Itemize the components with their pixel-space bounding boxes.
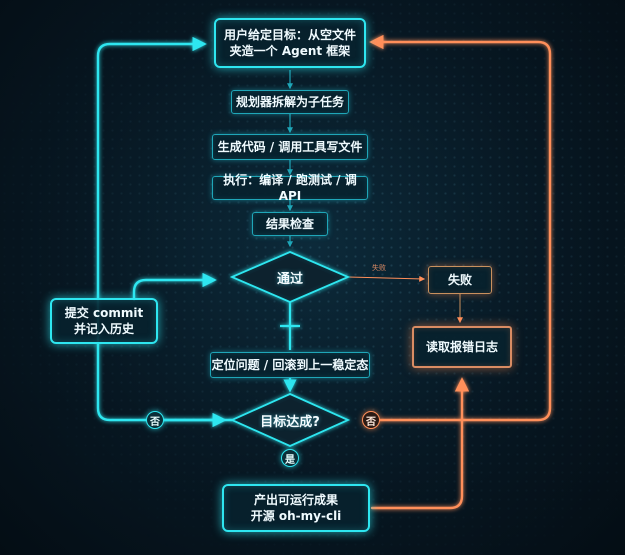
- start-node: 用户给定目标：从空文件 夹造一个 Agent 框架: [214, 18, 366, 68]
- edge-goal-no-loop-start: [96, 36, 234, 422]
- edge-label-fail-small: 失败: [372, 264, 386, 272]
- check-node-label: 结果检查: [265, 217, 314, 231]
- decision-goal-shape: [229, 393, 351, 447]
- fail-node-label: 失败: [447, 273, 472, 287]
- fail-node: 失败: [428, 266, 492, 294]
- commit-node: 提交 commit 并记入历史: [50, 298, 158, 344]
- read-log-node: 读取报错日志: [412, 326, 512, 368]
- plan-node-label: 规划器拆解为子任务: [235, 95, 344, 109]
- edge-pass-fail: [347, 275, 426, 282]
- execute-node-label: 执行：编译 / 跑测试 / 调 API: [223, 173, 357, 203]
- decision-pass-label: 通过: [276, 271, 303, 287]
- output-node: 产出可运行成果 开源 oh-my-cli: [222, 484, 370, 532]
- start-node-label: 用户给定目标：从空文件 夹造一个 Agent 框架: [223, 28, 356, 58]
- decision-pass-shape: [229, 251, 351, 303]
- codegen-node-label: 生成代码 / 调用工具写文件: [217, 140, 363, 154]
- edge-readlog-output: [370, 377, 470, 510]
- read-log-node-label: 读取报错日志: [425, 340, 498, 354]
- edge-goal-no-loop-right: [369, 34, 552, 422]
- output-node-label: 产出可运行成果 开源 oh-my-cli: [250, 493, 342, 523]
- no-left-badge: 否: [146, 411, 164, 429]
- locate-node-label: 定位问题 / 回滚到上一稳定态: [211, 358, 369, 372]
- yes-badge: 是: [281, 449, 299, 467]
- decision-goal-label: 目标达成?: [260, 414, 320, 430]
- check-node: 结果检查: [252, 212, 328, 236]
- locate-node: 定位问题 / 回滚到上一稳定态: [210, 352, 370, 378]
- codegen-node: 生成代码 / 调用工具写文件: [212, 134, 368, 160]
- plan-node: 规划器拆解为子任务: [231, 90, 349, 114]
- execute-node: 执行：编译 / 跑测试 / 调 API: [212, 173, 368, 203]
- edge-commit-pass: [132, 272, 217, 302]
- commit-node-label: 提交 commit 并记入历史: [64, 306, 144, 336]
- no-right-badge: 否: [362, 411, 380, 429]
